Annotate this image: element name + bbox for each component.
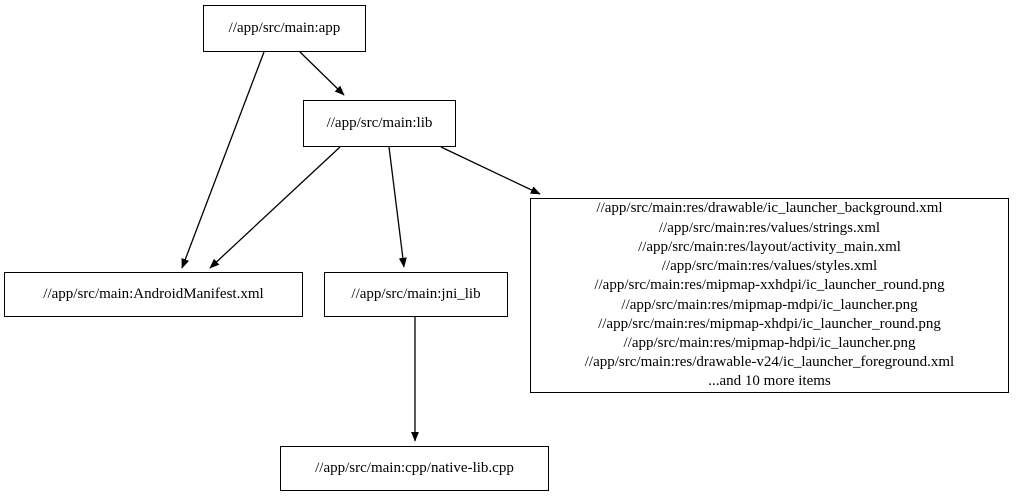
graph-node-android-manifest[interactable]: //app/src/main:AndroidManifest.xml <box>4 272 303 317</box>
graph-node-jni-lib-label: //app/src/main:jni_lib <box>351 286 481 302</box>
edge-lib-to-res <box>440 146 541 195</box>
graph-node-app-label: //app/src/main:app <box>228 20 341 36</box>
edge-app-to-manifest <box>181 51 265 269</box>
graph-node-lib-label: //app/src/main:lib <box>326 115 433 131</box>
graph-node-native-lib-cpp[interactable]: //app/src/main:cpp/native-lib.cpp <box>280 446 549 491</box>
graph-node-native-lib-cpp-label: //app/src/main:cpp/native-lib.cpp <box>315 460 514 476</box>
graph-node-jni-lib[interactable]: //app/src/main:jni_lib <box>324 272 508 317</box>
edge-lib-to-manifest <box>209 146 341 269</box>
graph-node-res-bundle[interactable]: //app/src/main:res/drawable/ic_launcher_… <box>530 198 1009 393</box>
graph-node-android-manifest-label: //app/src/main:AndroidManifest.xml <box>43 286 264 302</box>
edge-app-to-lib <box>299 51 345 96</box>
graph-node-res-bundle-label: //app/src/main:res/drawable/ic_launcher_… <box>584 200 955 390</box>
graph-node-lib[interactable]: //app/src/main:lib <box>303 100 456 147</box>
graph-node-app[interactable]: //app/src/main:app <box>203 5 366 52</box>
edge-lib-to-jnilib <box>388 146 407 268</box>
